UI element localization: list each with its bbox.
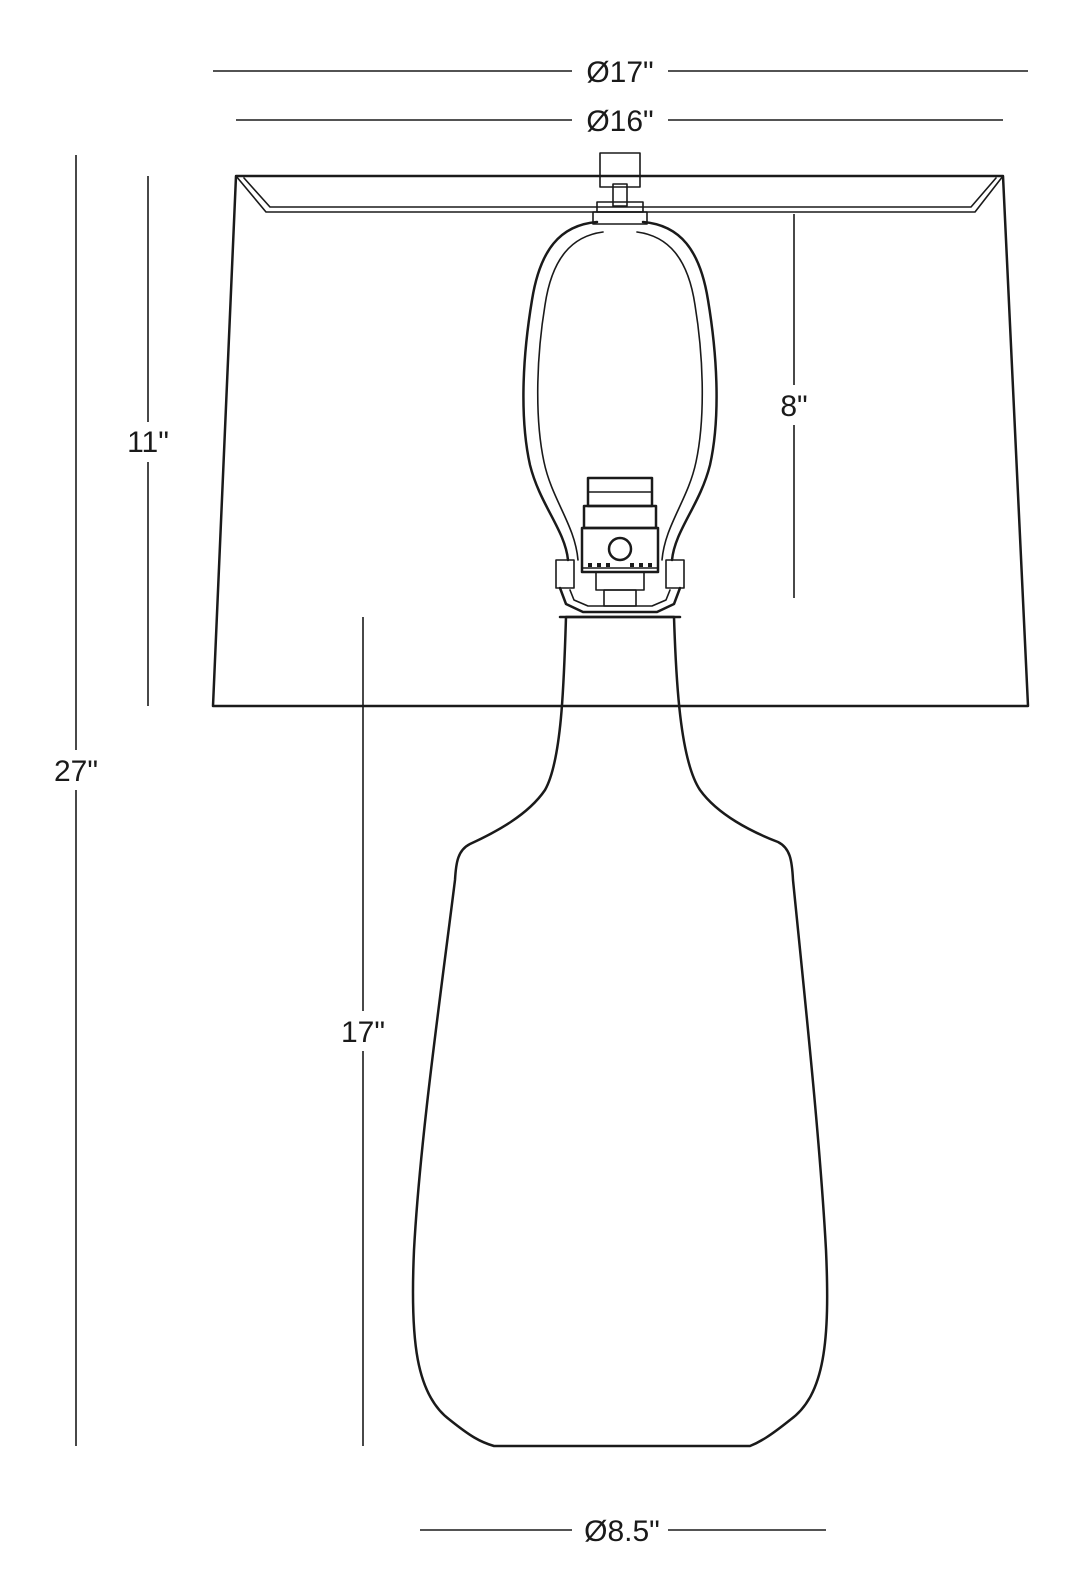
harp (522, 220, 718, 614)
label-base-diameter: Ø8.5" (584, 1515, 660, 1548)
finial-cap (599, 152, 641, 188)
label-shade-inner-diameter: Ø16" (586, 105, 653, 138)
finial-stem (612, 183, 628, 207)
lamp-shade (211, 174, 1030, 708)
base-body-outline (411, 615, 829, 1448)
shade-outline (211, 174, 1030, 708)
dim-label-bg (333, 1011, 393, 1051)
dim-label-bg (118, 422, 178, 462)
harp-left-inner (536, 231, 604, 561)
label-shade-top-diameter: Ø17" (586, 56, 653, 89)
label-harp-height: 8" (780, 390, 807, 423)
harp-left-outer (522, 220, 599, 562)
harp-saddle-bottom-inner (569, 589, 671, 607)
socket-cap (595, 571, 645, 591)
dim-label-bg (44, 750, 108, 790)
dim-label-bg (572, 101, 668, 139)
harp-right-outer (641, 220, 718, 562)
lamp-base (411, 615, 829, 1448)
harp-right-inner (636, 231, 704, 561)
dim-label-bg (572, 52, 668, 90)
socket-nut (603, 589, 637, 607)
finial (592, 152, 648, 225)
socket (580, 476, 660, 607)
dim-label-bg (572, 1511, 668, 1549)
harp-saddle-bottom (558, 586, 682, 614)
label-shade-height: 11" (127, 426, 169, 459)
harp-sleeve-right (665, 559, 685, 589)
shade-inner-rim-edge (243, 177, 997, 208)
socket-switch-knob (607, 536, 633, 562)
label-overall-height: 27" (54, 755, 98, 788)
dimension-lines: Ø17" Ø16" 27" 11" 8" 17" Ø8.5" (44, 52, 1028, 1549)
socket-body (580, 526, 660, 574)
socket-shell-middle (582, 504, 658, 530)
harp-saddle-top (592, 211, 648, 225)
dim-label-bg (770, 385, 818, 425)
socket-ridges (588, 563, 652, 567)
harp-sleeve-left (555, 559, 575, 589)
label-base-height: 17" (341, 1016, 385, 1049)
